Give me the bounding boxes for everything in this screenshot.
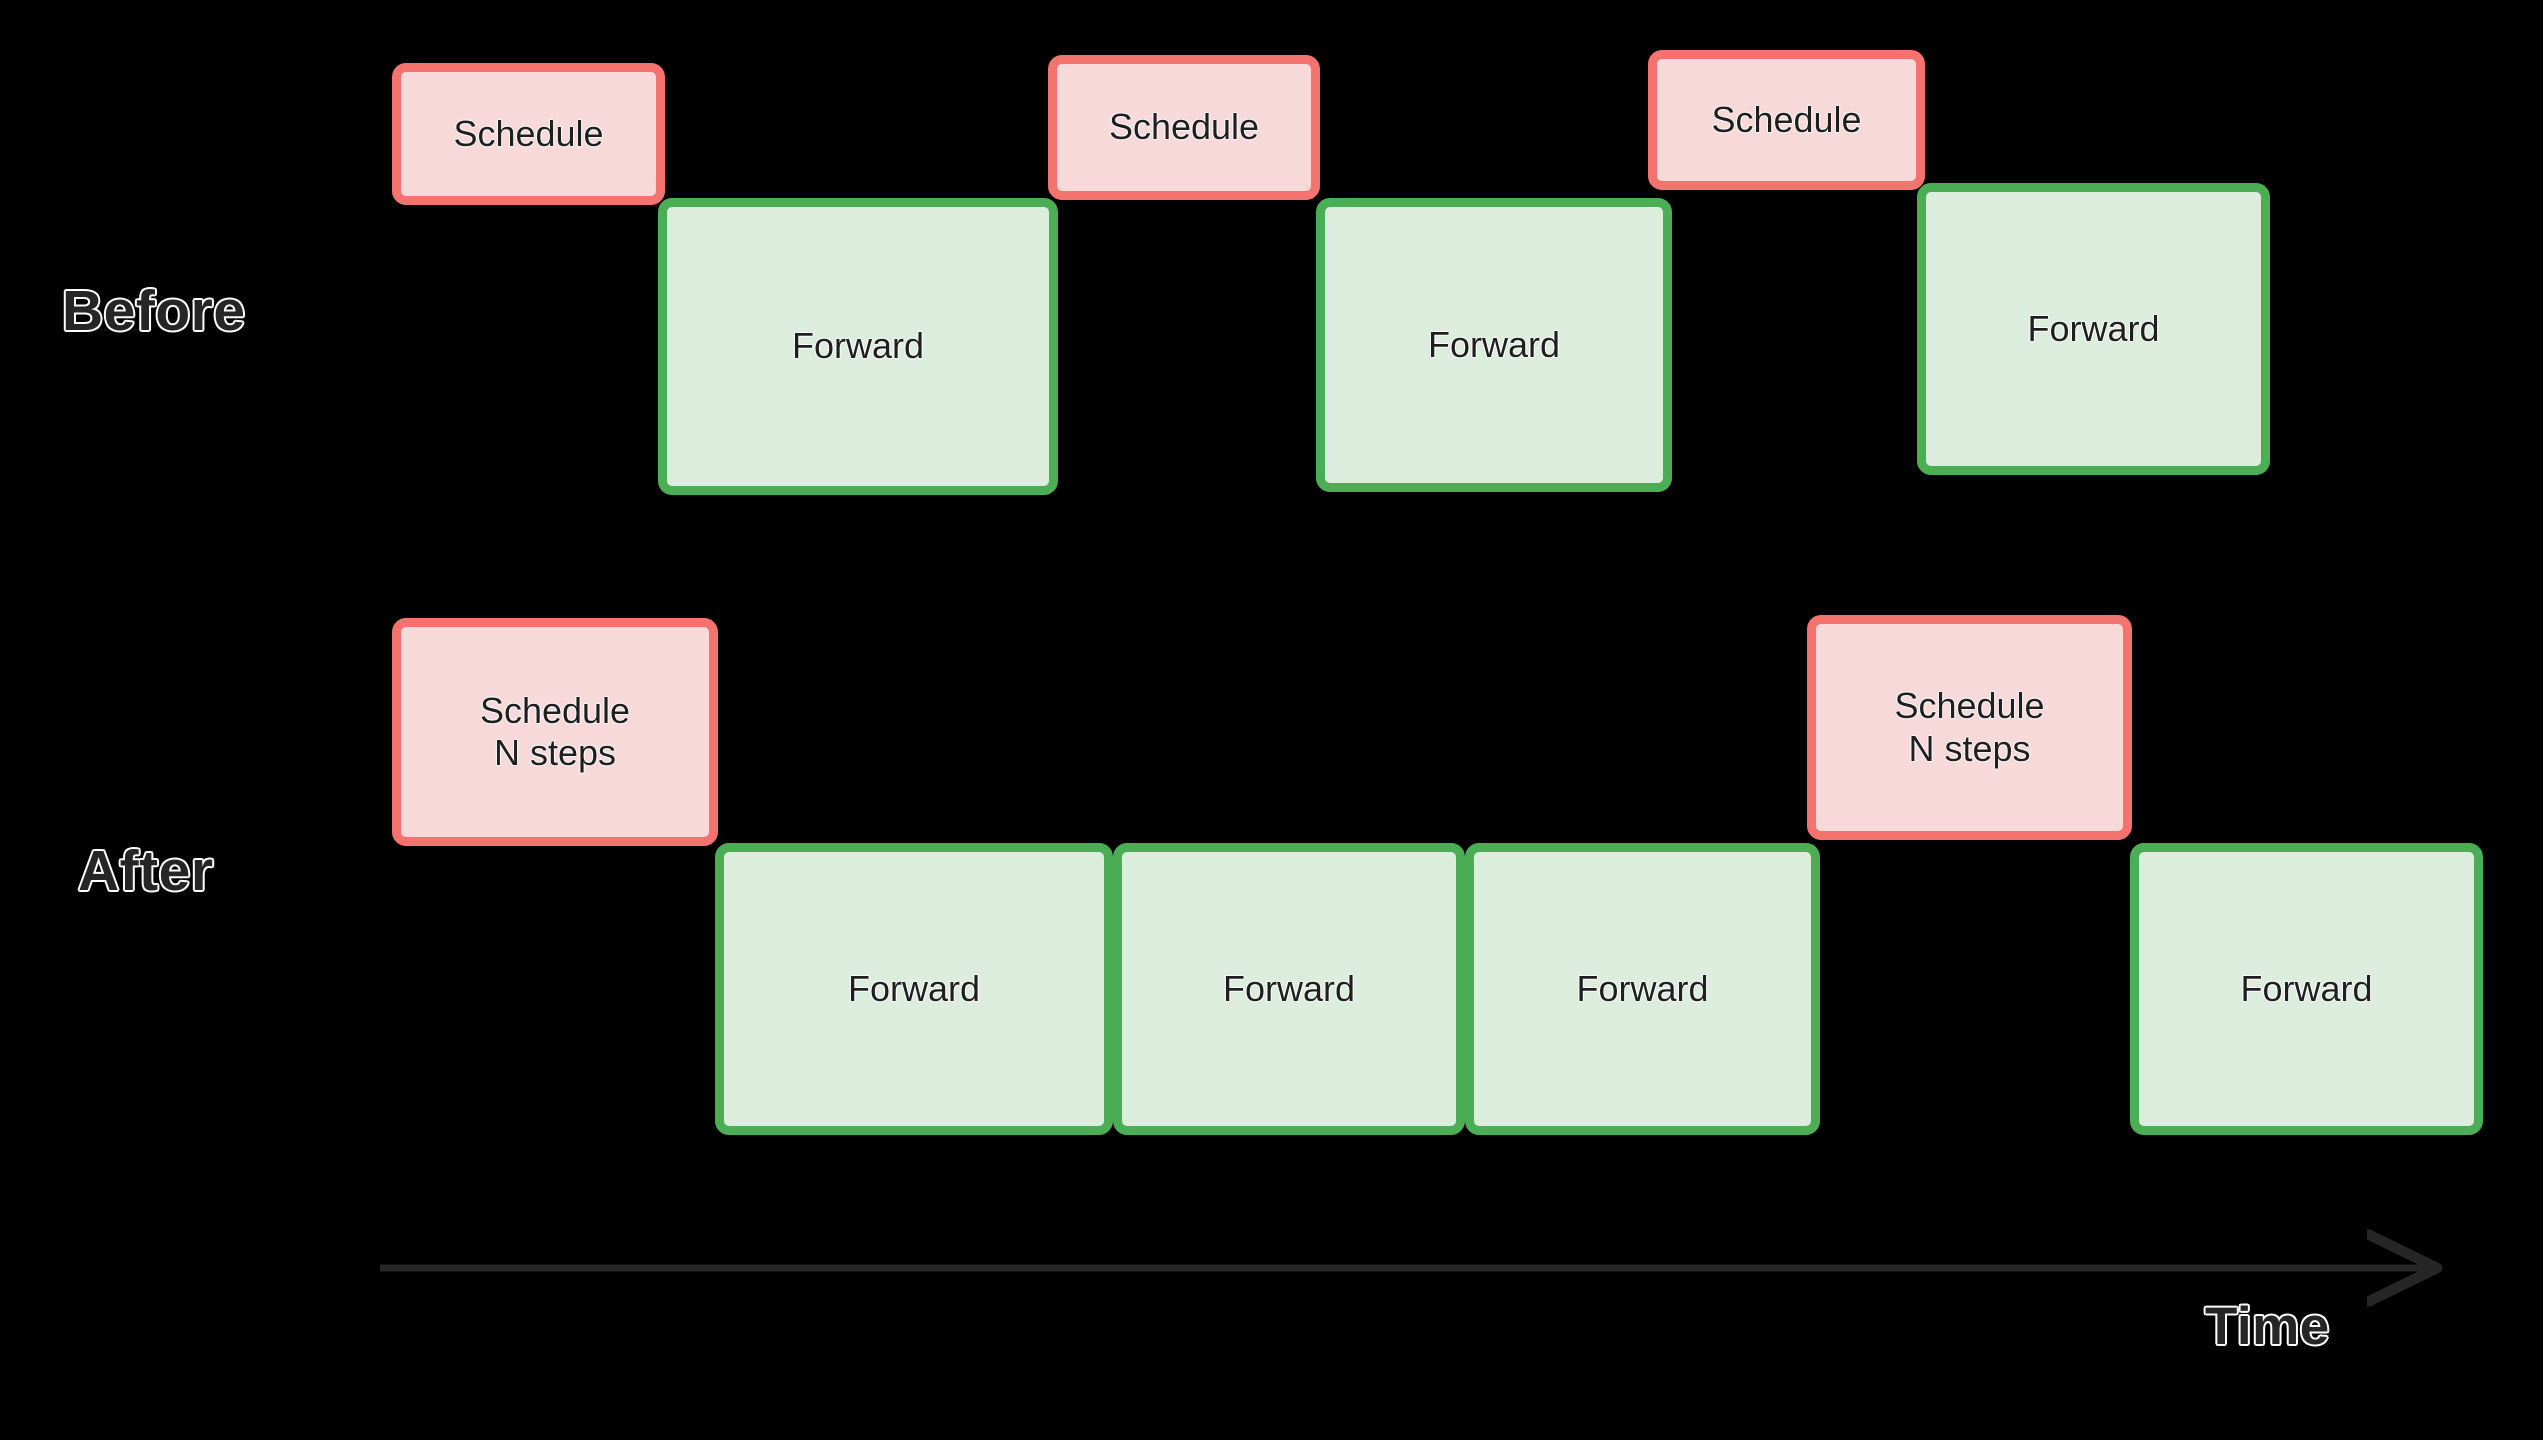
block-before-schedule-1[interactable]: Schedule [392,63,665,205]
time-axis-label: Time [2205,1297,2330,1356]
block-before-forward-4[interactable]: Forward [1316,198,1672,492]
block-label: Schedule [453,112,604,154]
block-after-schedule-1[interactable]: Schedule N steps [392,618,718,846]
block-label: Forward [847,967,981,1009]
block-label: Forward [791,325,925,367]
block-before-schedule-5[interactable]: Schedule [1648,50,1925,190]
block-after-forward-3[interactable]: Forward [1113,843,1465,1135]
block-before-forward-6[interactable]: Forward [1917,183,2270,475]
block-label: Schedule [1108,106,1260,148]
block-label: Forward [2027,307,2160,349]
block-label: Forward [1576,967,1709,1009]
block-after-forward-2[interactable]: Forward [715,843,1113,1135]
block-before-schedule-3[interactable]: Schedule [1048,55,1320,200]
row-label-before: Before [62,279,246,343]
block-label: Forward [2240,967,2373,1009]
block-after-schedule-5[interactable]: Schedule N steps [1807,615,2132,840]
row-label-after: After [78,839,214,903]
block-label: Forward [1427,323,1561,365]
block-after-forward-6[interactable]: Forward [2130,843,2483,1135]
block-label: Schedule N steps [479,689,631,773]
block-label: Forward [1222,967,1356,1009]
block-label: Schedule N steps [1894,685,2045,769]
block-before-forward-2[interactable]: Forward [658,198,1058,495]
block-after-forward-4[interactable]: Forward [1465,843,1820,1135]
block-label: Schedule [1711,98,1862,140]
